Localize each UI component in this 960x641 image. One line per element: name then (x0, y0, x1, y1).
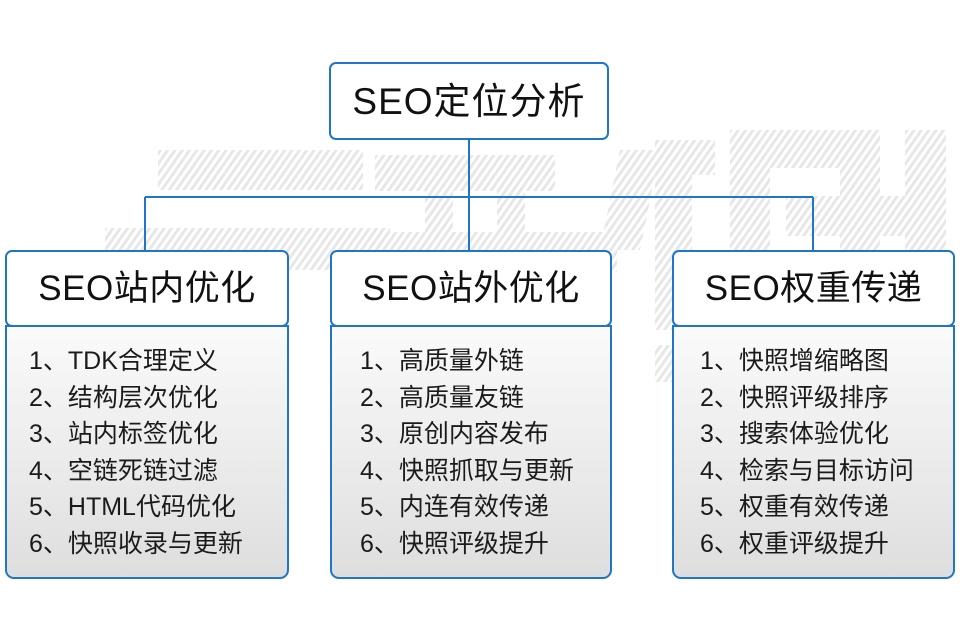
list-item[interactable]: 1、高质量外链 (360, 347, 524, 375)
branch-header-2-label: SEO站外优化 (362, 269, 580, 308)
root-node[interactable]: SEO定位分析 (329, 62, 609, 140)
list-item[interactable]: 3、搜索体验优化 (700, 420, 889, 448)
list-item[interactable]: 6、权重评级提升 (700, 529, 889, 558)
list-item[interactable]: 2、快照评级排序 (700, 383, 889, 412)
root-node-label: SEO定位分析 (352, 80, 586, 122)
list-item[interactable]: 5、HTML代码优化 (29, 493, 236, 521)
branch-column-1: SEO站内优化 1、TDK合理定义 2、结构层次优化 3、站内标签优化 4、空链… (5, 250, 289, 579)
branch-header-2[interactable]: SEO站外优化 (330, 250, 612, 327)
branch-header-1[interactable]: SEO站内优化 (5, 250, 289, 327)
branch-header-3[interactable]: SEO权重传递 (672, 250, 955, 327)
list-item[interactable]: 2、高质量友链 (360, 383, 524, 412)
list-item[interactable]: 4、空链死链过滤 (29, 456, 218, 485)
branch-header-1-label: SEO站内优化 (38, 269, 256, 308)
item-list-3: 1、快照增缩略图 2、快照评级排序 3、搜索体验优化 4、检索与目标访问 5、权… (674, 343, 953, 562)
list-item[interactable]: 5、权重有效传递 (700, 493, 889, 521)
list-item[interactable]: 6、快照收录与更新 (29, 529, 243, 558)
list-item[interactable]: 6、快照评级提升 (360, 529, 549, 558)
list-item[interactable]: 3、站内标签优化 (29, 420, 218, 448)
list-item[interactable]: 5、内连有效传递 (360, 493, 549, 521)
list-item[interactable]: 2、结构层次优化 (29, 383, 218, 412)
item-list-1: 1、TDK合理定义 2、结构层次优化 3、站内标签优化 4、空链死链过滤 5、H… (7, 343, 287, 562)
branch-column-2: SEO站外优化 1、高质量外链 2、高质量友链 3、原创内容发布 4、快照抓取与… (330, 250, 612, 579)
branch-body-1: 1、TDK合理定义 2、结构层次优化 3、站内标签优化 4、空链死链过滤 5、H… (5, 325, 289, 579)
list-item[interactable]: 4、快照抓取与更新 (360, 456, 574, 485)
branch-column-3: SEO权重传递 1、快照增缩略图 2、快照评级排序 3、搜索体验优化 4、检索与… (672, 250, 955, 579)
branch-header-3-label: SEO权重传递 (704, 269, 923, 308)
list-item[interactable]: 1、快照增缩略图 (700, 347, 889, 375)
branch-body-3: 1、快照增缩略图 2、快照评级排序 3、搜索体验优化 4、检索与目标访问 5、权… (672, 325, 955, 579)
list-item[interactable]: 4、检索与目标访问 (700, 456, 914, 485)
item-list-2: 1、高质量外链 2、高质量友链 3、原创内容发布 4、快照抓取与更新 5、内连有… (332, 343, 610, 562)
branch-body-2: 1、高质量外链 2、高质量友链 3、原创内容发布 4、快照抓取与更新 5、内连有… (330, 325, 612, 579)
list-item[interactable]: 3、原创内容发布 (360, 420, 549, 448)
list-item[interactable]: 1、TDK合理定义 (29, 347, 218, 375)
